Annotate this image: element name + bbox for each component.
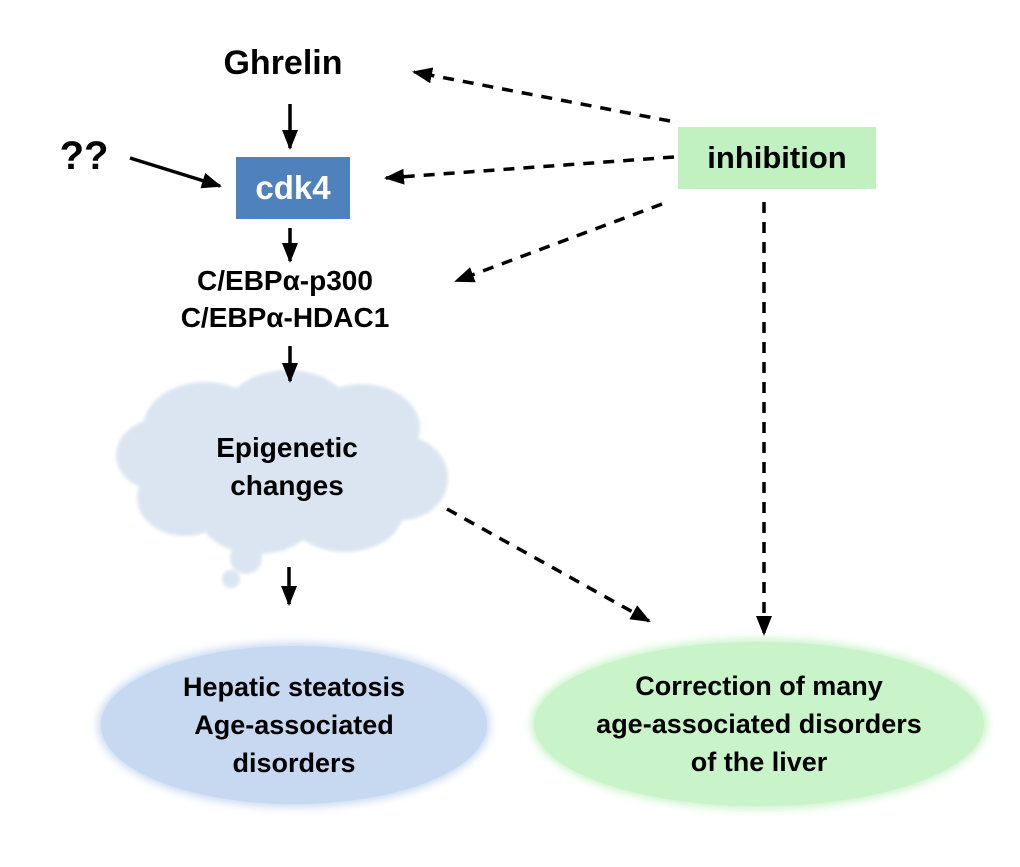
- node-epigenetic-changes: Epigenetic changes: [216, 429, 358, 505]
- dashed-arrow-inhibition-to-ghrelin: [412, 67, 671, 123]
- cdk4-label: cdk4: [255, 169, 331, 206]
- epigenetic-label-line1: Epigenetic: [216, 432, 358, 463]
- node-ghrelin: Ghrelin: [223, 44, 343, 82]
- correction-line1: Correction of many: [635, 671, 883, 701]
- node-inhibition: inhibition: [678, 127, 876, 189]
- node-hepatic-steatosis: Hepatic steatosis Age-associated disorde…: [101, 646, 487, 804]
- hepatic-line2: Age-associated: [194, 710, 394, 740]
- dashed-arrow-epigenetic-to-correction: [446, 507, 651, 623]
- cloud-tail-bubble-large: [230, 542, 262, 574]
- node-cdk4: cdk4: [236, 157, 350, 219]
- node-correction: Correction of many age-associated disord…: [534, 642, 984, 806]
- correction-line2: age-associated disorders: [596, 709, 922, 739]
- hepatic-line1: Hepatic steatosis: [182, 672, 406, 702]
- epigenetic-label-line2: changes: [230, 470, 344, 501]
- cloud-tail-bubble-small: [222, 570, 240, 588]
- hepatic-line3: disorders: [232, 748, 356, 778]
- node-cebp-complexes: C/EBPα-p300 C/EBPα-HDAC1: [181, 262, 390, 336]
- inhibition-label: inhibition: [707, 140, 847, 175]
- dashed-arrow-inhibition-to-cdk4: [384, 155, 675, 185]
- dashed-arrow-inhibition-to-cebp: [454, 202, 663, 283]
- cebp-p300-label: C/EBPα-p300: [197, 265, 373, 296]
- cebp-hdac1-label: C/EBPα-HDAC1: [180, 302, 390, 333]
- arrow-unknown-to-cdk4: [129, 156, 222, 189]
- correction-line3: of the liver: [690, 747, 828, 777]
- node-unknown-input: ??: [59, 134, 109, 178]
- epigenetic-cloud-shape: [116, 370, 448, 588]
